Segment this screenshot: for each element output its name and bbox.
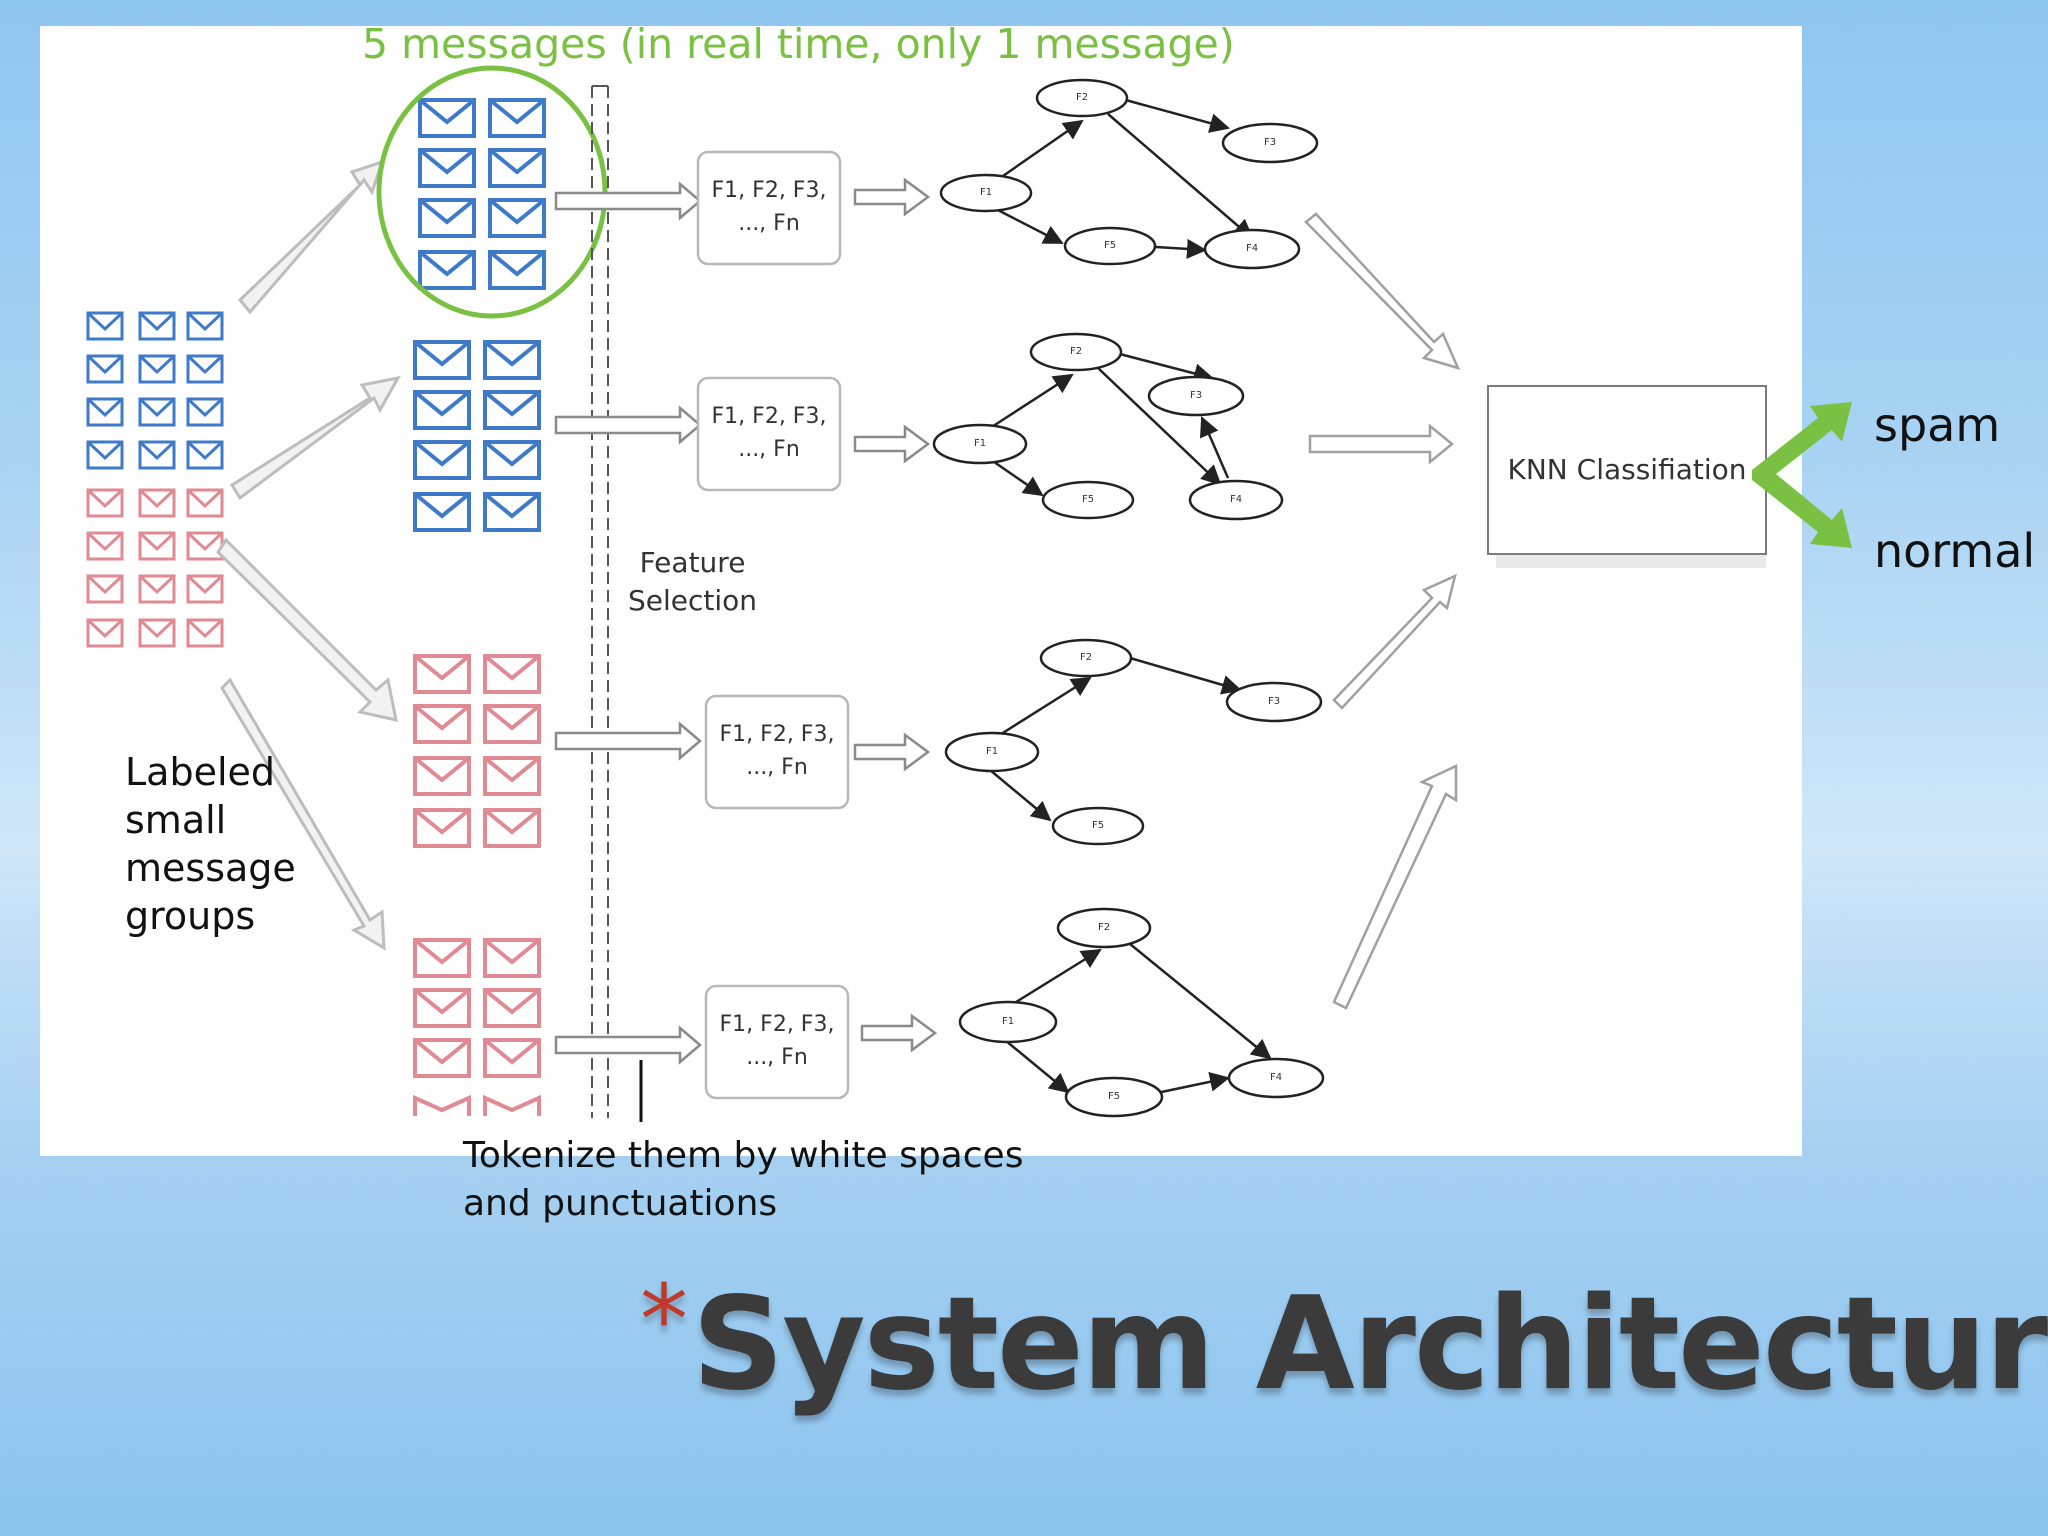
graph-node-label: F3 (1263, 137, 1277, 148)
output-spam-label: spam (1874, 398, 2001, 452)
graph-node-label: F5 (1103, 240, 1117, 251)
feature-box-1-label: F1, F2, F3, ..., Fn (711, 178, 827, 236)
message-group-note: 5 messages (in real time, only 1 message… (362, 20, 1235, 68)
graph-node-label: F4 (1269, 1072, 1283, 1083)
knn-classifier-label: KNN Classifiation (1507, 453, 1747, 486)
feature-graph-1 (939, 78, 1319, 270)
graph-node-label: F4 (1229, 494, 1243, 505)
graph-node-label: F2 (1097, 922, 1111, 933)
tokenize-arrows (554, 181, 702, 1065)
graph-node-label: F3 (1189, 390, 1203, 401)
feature-box-2-label: F1, F2, F3, ..., Fn (711, 404, 827, 462)
output-bracket (1752, 402, 1852, 548)
feature-graph-2 (932, 332, 1284, 521)
asterisk-icon: * (640, 1264, 688, 1376)
tokenize-note: Tokenize them by white spaces and punctu… (463, 1135, 1024, 1224)
graph-node-label: F5 (1091, 820, 1105, 831)
feature-graph-4 (958, 907, 1325, 1130)
feature-arrows (853, 177, 938, 1053)
graph-node-label: F5 (1081, 494, 1095, 505)
message-group-3 (413, 654, 541, 848)
graph-node-label: F5 (1107, 1091, 1121, 1102)
feature-boxes (696, 150, 850, 1100)
graph-node-label: F1 (1001, 1016, 1015, 1027)
graph-node-label: F4 (1245, 243, 1259, 254)
graph-node-label: F2 (1069, 346, 1083, 357)
message-group-4 (413, 938, 541, 1116)
output-normal-label: normal (1874, 524, 2036, 578)
classification-arrows (1304, 212, 1461, 1010)
graph-node-label: F1 (973, 438, 987, 449)
message-group-2 (413, 340, 541, 532)
graph-node-label: F1 (979, 187, 993, 198)
slide-title-text: System Architecture (692, 1270, 2048, 1419)
graph-node-label: F1 (985, 746, 999, 757)
labeled-groups-label: Labeled small message groups (125, 750, 296, 938)
feature-box-3-label: F1, F2, F3, ..., Fn (719, 722, 835, 780)
feature-graph-3 (944, 638, 1323, 846)
distribution-arrows (216, 159, 401, 951)
message-group-1 (418, 98, 546, 290)
feature-box-4-label: F1, F2, F3, ..., Fn (719, 1012, 835, 1070)
labeled-message-grid (86, 311, 224, 470)
feature-selection-label: Feature Selection (628, 546, 758, 617)
graph-node-label: F2 (1079, 652, 1093, 663)
slide-title: *System Architecture (640, 1264, 2048, 1419)
graph-node-label: F2 (1075, 92, 1089, 103)
graph-node-label: F3 (1267, 696, 1281, 707)
